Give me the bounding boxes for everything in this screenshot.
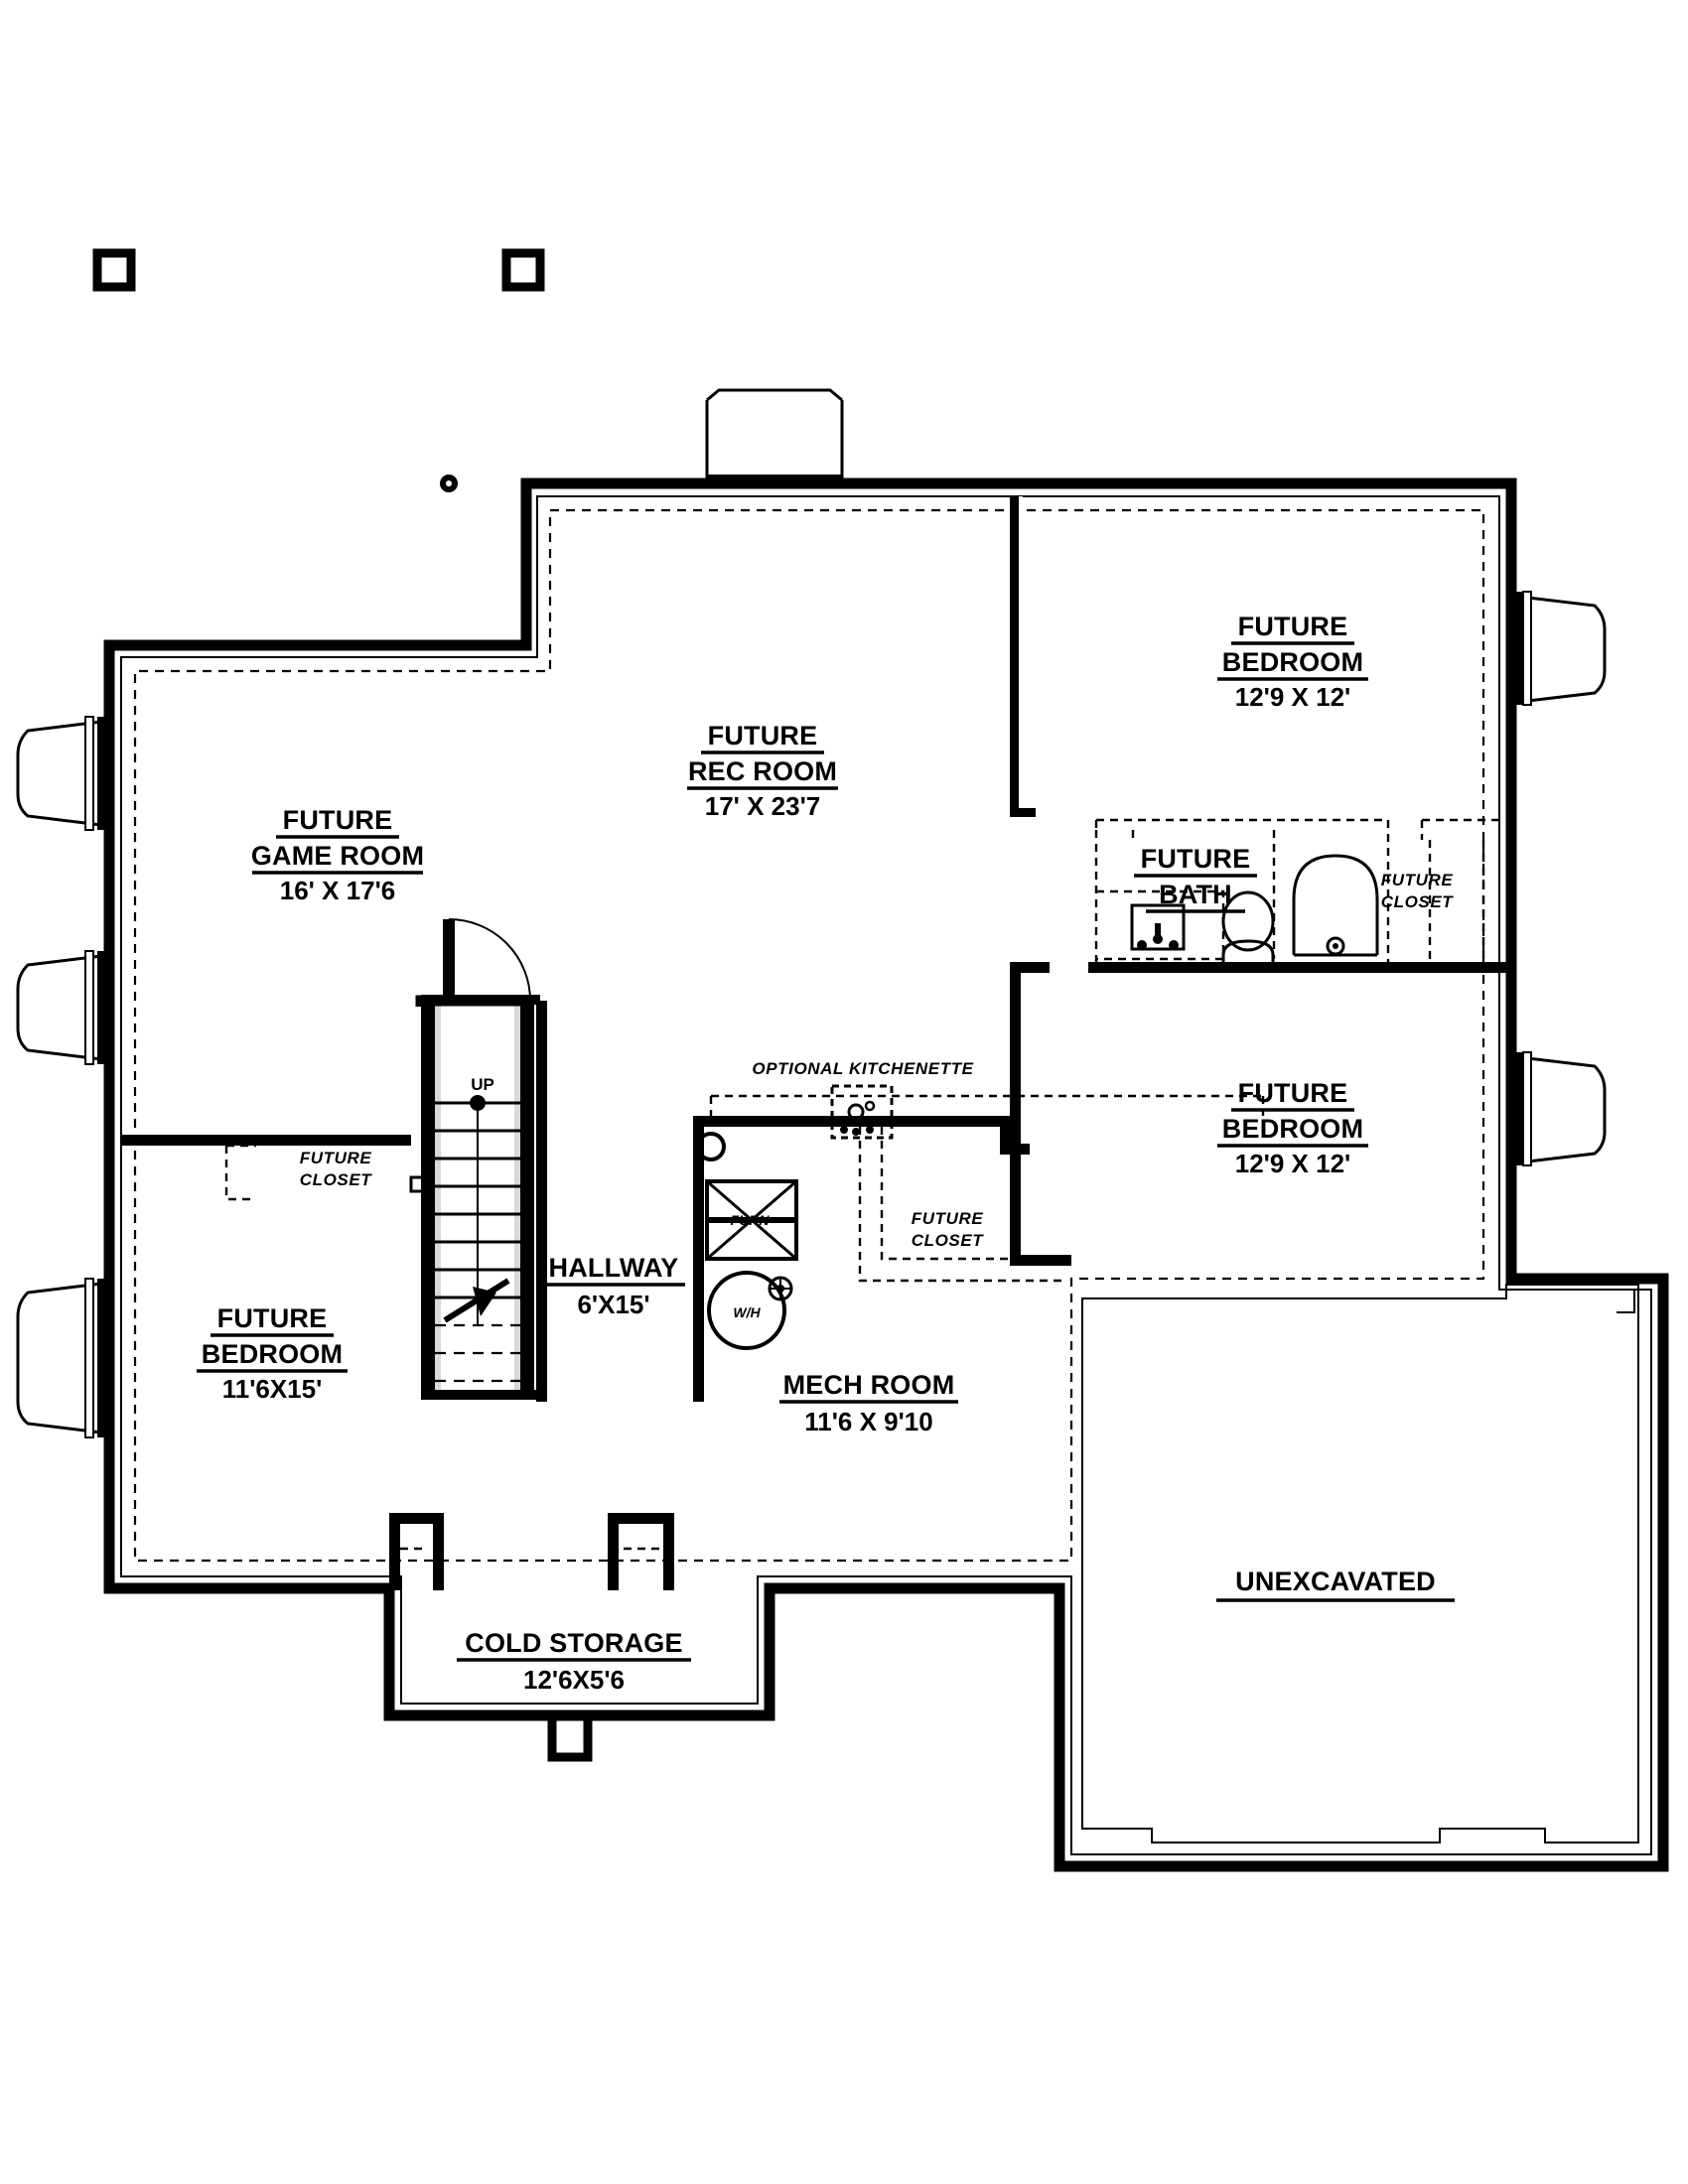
optional-kitchenette-label: OPTIONAL KITCHENETTE [752, 1059, 973, 1078]
window-well-east-1 [1509, 591, 1607, 706]
label-hallway: HALLWAY 6'X15' [542, 1253, 685, 1319]
svg-text:MECH ROOM: MECH ROOM [783, 1370, 955, 1400]
wall-bedroom-lower-right-west [1010, 962, 1071, 1266]
svg-text:FUTURE: FUTURE [1141, 844, 1251, 874]
cold-storage-outline [389, 1513, 674, 1762]
exterior-wall-inner-face [120, 495, 1652, 1855]
label-closet-game-room: FUTURE CLOSET [300, 1149, 373, 1189]
water-heater-label: W/H [733, 1304, 761, 1320]
bath-shower [1292, 854, 1379, 957]
svg-text:FUTURE: FUTURE [1381, 871, 1454, 889]
wall-bath-north [1094, 818, 1501, 973]
label-closet-mech: FUTURE CLOSET [912, 1209, 985, 1250]
svg-text:11'6 X 9'10: 11'6 X 9'10 [804, 1407, 932, 1436]
wall-kitchenette-south [693, 1116, 1030, 1155]
foundation-dashed-line [133, 508, 1485, 1563]
label-future-game-room: FUTURE GAME ROOM 16' X 17'6 [251, 805, 424, 905]
optional-kitchenette: OPTIONAL KITCHENETTE [709, 1059, 1265, 1140]
water-heater-symbol: W/H [707, 1271, 786, 1350]
svg-text:6'X15': 6'X15' [577, 1290, 649, 1319]
svg-text:CLOSET: CLOSET [912, 1231, 985, 1250]
svg-text:CLOSET: CLOSET [300, 1170, 373, 1189]
svg-text:FUTURE: FUTURE [283, 805, 393, 835]
svg-text:12'9 X 12': 12'9 X 12' [1235, 1149, 1350, 1178]
post-marker-left [92, 248, 136, 292]
svg-text:UNEXCAVATED: UNEXCAVATED [1235, 1567, 1436, 1596]
svg-text:12'9 X 12': 12'9 X 12' [1235, 682, 1350, 712]
wall-rec-to-bedroom-upper [1010, 496, 1036, 817]
svg-text:FUTURE: FUTURE [1238, 1078, 1348, 1108]
outlet-mech-room [768, 1276, 793, 1301]
svg-text:REC ROOM: REC ROOM [688, 756, 837, 786]
svg-text:FUTURE: FUTURE [912, 1209, 984, 1228]
label-future-bedroom-lower-left: FUTURE BEDROOM 11'6X15' [197, 1303, 348, 1404]
svg-text:12'6X5'6: 12'6X5'6 [523, 1665, 625, 1695]
wall-hallway-east [693, 1116, 704, 1402]
window-well-east-2 [1509, 1051, 1607, 1166]
label-future-bedroom-upper-right: FUTURE BEDROOM 12'9 X 12' [1217, 612, 1368, 712]
wall-gameroom-south [121, 1135, 411, 1146]
stair-door-swing [443, 918, 531, 1002]
window-well-west-3 [16, 1278, 111, 1438]
svg-text:COLD STORAGE: COLD STORAGE [465, 1628, 682, 1658]
svg-text:16' X 17'6: 16' X 17'6 [280, 876, 395, 905]
window-well-west-1 [16, 716, 111, 831]
floor-drain-symbol [696, 1132, 726, 1161]
svg-text:BEDROOM: BEDROOM [1222, 647, 1363, 677]
label-closet-bath: FUTURE CLOSET [1381, 871, 1455, 911]
closet-gameroom-outline [224, 1144, 256, 1201]
window-well-west-2 [16, 950, 111, 1065]
svg-text:17' X 23'7: 17' X 23'7 [705, 791, 820, 821]
svg-text:BEDROOM: BEDROOM [202, 1339, 343, 1369]
svg-text:FUTURE: FUTURE [217, 1303, 328, 1333]
svg-text:FUTURE: FUTURE [1238, 612, 1348, 641]
bath-toilet [1221, 890, 1275, 973]
post-marker-right [501, 248, 545, 292]
svg-text:11'6X15': 11'6X15' [222, 1374, 323, 1404]
svg-text:BATH: BATH [1159, 880, 1232, 909]
outlet-rec-room-upper [440, 475, 458, 492]
label-future-bath: FUTURE BATH [1134, 844, 1257, 913]
svg-text:BEDROOM: BEDROOM [1222, 1114, 1363, 1144]
label-unexcavated: UNEXCAVATED [1216, 1567, 1455, 1602]
stair-up-label: UP [471, 1075, 494, 1094]
furnace-symbol: FURN [705, 1179, 798, 1261]
svg-text:FUTURE: FUTURE [300, 1149, 372, 1167]
wall-bath-south [1088, 962, 1511, 973]
unexcavated-inner-outline [1081, 1284, 1639, 1843]
furnace-label: FURN [731, 1212, 771, 1228]
wall-hallway-west [536, 1001, 547, 1402]
staircase: UP [409, 995, 540, 1400]
label-future-bedroom-lower-right: FUTURE BEDROOM 12'9 X 12' [1217, 1078, 1368, 1178]
svg-text:FUTURE: FUTURE [708, 721, 818, 751]
label-mech-room: MECH ROOM 11'6 X 9'10 [779, 1370, 958, 1436]
closet-mech-outline [858, 1127, 1062, 1283]
label-future-rec-room: FUTURE REC ROOM 17' X 23'7 [687, 721, 838, 821]
label-cold-storage: COLD STORAGE 12'6X5'6 [457, 1628, 691, 1695]
closet-bath-outline [1428, 840, 1485, 959]
svg-text:HALLWAY: HALLWAY [549, 1253, 679, 1283]
svg-text:GAME ROOM: GAME ROOM [251, 841, 424, 871]
svg-text:CLOSET: CLOSET [1381, 892, 1455, 911]
